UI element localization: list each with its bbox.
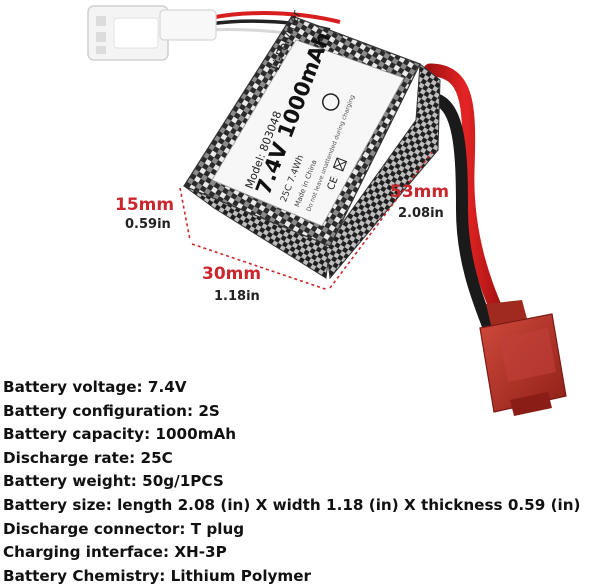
width-mm-label: 30mm xyxy=(202,264,262,284)
spec-discharge-rate: Discharge rate: 25C xyxy=(3,448,173,467)
spec-weight: Battery weight: 50g/1PCS xyxy=(3,472,224,491)
weee-bin-icon xyxy=(332,157,348,172)
thickness-in-label: 0.59in xyxy=(125,217,171,232)
spec-charging-interface: Charging interface: XH-3P xyxy=(3,543,227,562)
spec-list: Battery voltage: 7.4V Battery configurat… xyxy=(3,376,600,588)
ce-mark-icon: CE xyxy=(326,175,341,191)
length-in-label: 2.08in xyxy=(398,206,444,221)
balance-wire-red xyxy=(209,11,341,24)
length-guide xyxy=(329,151,433,289)
spec-chemistry: Battery Chemistry: Lithium Polymer xyxy=(3,566,312,585)
spec-capacity: Battery capacity: 1000mAh xyxy=(3,425,237,444)
thickness-guide xyxy=(179,187,191,241)
spec-discharge-connector: Discharge connector: T plug xyxy=(3,519,245,538)
battery-pack xyxy=(183,15,441,280)
discharge-wire-red xyxy=(423,63,507,325)
spec-size: Battery size: length 2.08 (in) X width 1… xyxy=(3,495,581,514)
spec-voltage: Battery voltage: 7.4V xyxy=(3,378,187,396)
recycle-icon xyxy=(322,93,340,111)
thickness-mm-label: 15mm xyxy=(115,195,175,215)
discharge-wire-black xyxy=(424,92,494,332)
dimension-guides xyxy=(179,151,433,291)
xh-balance-connector xyxy=(87,5,217,61)
spec-configuration: Battery configuration: 2S xyxy=(3,401,220,420)
length-mm-label: 53mm xyxy=(390,182,450,202)
width-in-label: 1.18in xyxy=(214,289,260,304)
t-plug-connector xyxy=(479,300,567,416)
